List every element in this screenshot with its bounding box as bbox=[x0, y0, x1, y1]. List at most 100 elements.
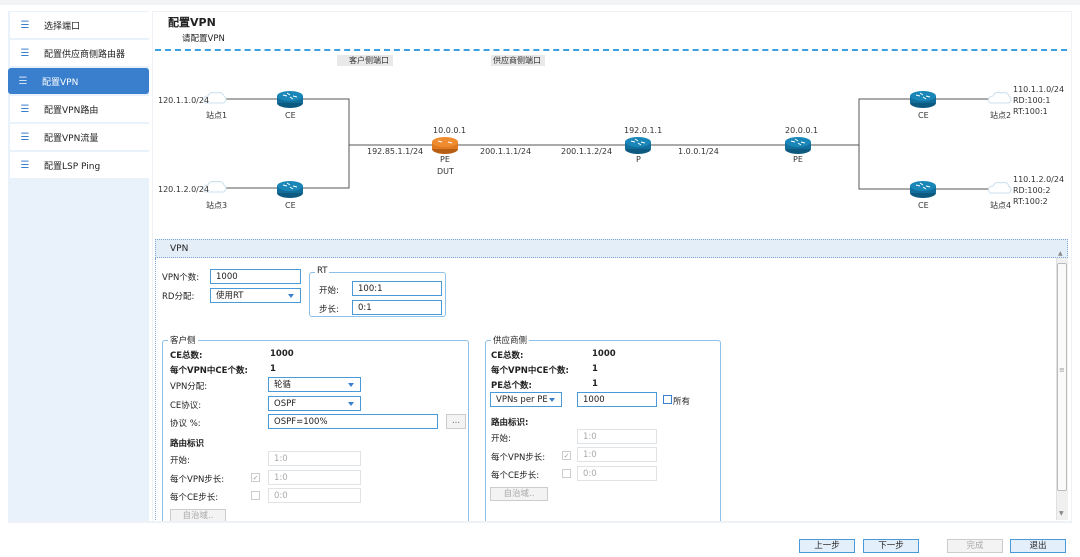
sidebar-item-label: 配置VPN流量 bbox=[44, 133, 99, 144]
router-icon bbox=[276, 90, 304, 109]
dut-router-icon bbox=[432, 137, 458, 154]
provider-ce-step-label: 每个CE步长: bbox=[491, 471, 540, 481]
rd-assign-label: RD分配: bbox=[162, 292, 195, 302]
pe-total-value: 1 bbox=[592, 379, 598, 389]
grip-icon: ≡ bbox=[1059, 366, 1065, 374]
vpn-distribution-select[interactable]: VPNs per PE bbox=[490, 392, 562, 407]
provider-start-input[interactable]: 1:0 bbox=[577, 429, 657, 444]
vpn-count-input[interactable]: 1000 bbox=[210, 269, 301, 284]
router-icon bbox=[909, 90, 937, 109]
sidebar-item-config-vpn[interactable]: ☰配置VPN bbox=[8, 68, 149, 94]
link-label: 1.0.0.1/24 bbox=[678, 147, 719, 156]
exit-button[interactable]: 退出 bbox=[1010, 539, 1066, 553]
vpn-assign-label: VPN分配: bbox=[170, 382, 208, 392]
ce-label: CE bbox=[285, 111, 296, 120]
protocol-percent-more-button[interactable]: ... bbox=[446, 414, 466, 429]
site2-network: 110.1.1.0/24 bbox=[1013, 85, 1064, 94]
provider-ce-step-input[interactable]: 0:0 bbox=[577, 466, 657, 481]
prev-button[interactable]: 上一步 bbox=[799, 539, 855, 553]
vpn-assign-value: 轮循 bbox=[274, 380, 292, 390]
sidebar-item-select-port[interactable]: ☰选择端口 bbox=[10, 12, 149, 38]
route-id-label: 路由标识 bbox=[170, 439, 205, 449]
vpn-form-area bbox=[155, 258, 1068, 522]
provider-start-label: 开始: bbox=[491, 434, 511, 444]
vpn-step-checkbox[interactable]: ✓ bbox=[251, 473, 260, 482]
next-button[interactable]: 下一步 bbox=[863, 539, 919, 553]
rt-start-input[interactable]: 100:1 bbox=[352, 281, 442, 296]
page-title: 配置VPN bbox=[168, 16, 216, 29]
provider-group: 供应商侧 bbox=[485, 334, 721, 530]
all-checkbox[interactable] bbox=[663, 395, 672, 404]
provider-route-id-label: 路由标识: bbox=[491, 418, 529, 428]
provider-ce-step-checkbox[interactable] bbox=[562, 469, 571, 478]
ce-step-checkbox[interactable] bbox=[251, 491, 260, 500]
site3-label: 站点3 bbox=[206, 200, 227, 210]
dut-tag: DUT bbox=[437, 167, 454, 176]
site2-rt: RT:100:1 bbox=[1013, 107, 1048, 116]
vpn-section-header: VPN bbox=[155, 239, 1068, 258]
site4-network: 110.1.2.0/24 bbox=[1013, 175, 1064, 184]
site4-rd: RD:100:2 bbox=[1013, 186, 1050, 195]
dut-role: PE bbox=[440, 155, 450, 164]
ce-total-label: CE总数: bbox=[170, 351, 203, 361]
sidebar-item-label: 配置LSP Ping bbox=[44, 161, 101, 172]
site3-network: 120.1.2.0/24 bbox=[158, 185, 209, 194]
provider-as-button[interactable]: 自治域.. bbox=[490, 487, 548, 501]
provider-ce-per-vpn-label: 每个VPN中CE个数: bbox=[491, 366, 569, 376]
site4-label: 站点4 bbox=[990, 200, 1011, 210]
ce-per-vpn-value: 1 bbox=[270, 364, 276, 374]
finish-button[interactable]: 完成 bbox=[947, 539, 1003, 553]
ce-protocol-value: OSPF bbox=[274, 399, 297, 409]
scroll-down-icon[interactable]: ▼ bbox=[1059, 510, 1064, 517]
provider-ce-per-vpn-value: 1 bbox=[592, 364, 598, 374]
router-icon bbox=[909, 180, 937, 199]
wizard-sidebar: ☰选择端口 ☰配置供应商侧路由器 ☰配置VPN ☰配置VPN路由 ☰配置VPN流… bbox=[8, 11, 149, 523]
rt-start-label: 开始: bbox=[319, 286, 339, 296]
provider-legend: 供应商侧 bbox=[491, 334, 530, 346]
scroll-up-icon[interactable]: ▲ bbox=[1058, 250, 1063, 257]
vpn-step-input[interactable]: 1:0 bbox=[268, 470, 361, 485]
dropdown-arrow-icon bbox=[348, 402, 354, 406]
vpn-distribution-value: VPNs per PE bbox=[496, 395, 548, 405]
links bbox=[222, 98, 1000, 190]
sidebar-item-provider-router[interactable]: ☰配置供应商侧路由器 bbox=[10, 40, 149, 66]
cloud-icon bbox=[988, 91, 1012, 104]
all-label: 所有 bbox=[673, 397, 691, 407]
dropdown-arrow-icon bbox=[348, 383, 354, 387]
p-ip: 192.0.1.1 bbox=[624, 126, 662, 135]
site2-rd: RD:100:1 bbox=[1013, 96, 1050, 105]
sidebar-item-vpn-route[interactable]: ☰配置VPN路由 bbox=[10, 96, 149, 122]
sidebar-item-label: 配置VPN bbox=[42, 77, 79, 88]
protocol-percent-label: 协议 %: bbox=[170, 419, 201, 429]
link-label: 192.85.1.1/24 bbox=[367, 147, 423, 156]
provider-vpn-step-input[interactable]: 1:0 bbox=[577, 447, 657, 462]
ce-total-value: 1000 bbox=[270, 349, 294, 359]
topology-diagram: 客户侧端口 供应商侧端口 120.1.1.0/24 站点1 CE 120.1.2… bbox=[158, 55, 1064, 210]
vpn-count-label: VPN个数: bbox=[162, 273, 200, 283]
ce-protocol-select[interactable]: OSPF bbox=[268, 396, 361, 411]
router-icon bbox=[276, 180, 304, 199]
vpn-assign-select[interactable]: 轮循 bbox=[268, 377, 361, 392]
ce-step-input[interactable]: 0:0 bbox=[268, 488, 361, 503]
dropdown-arrow-icon bbox=[549, 398, 555, 402]
provider-vpn-step-checkbox[interactable]: ✓ bbox=[562, 451, 571, 460]
site1-label: 站点1 bbox=[206, 110, 227, 120]
sidebar-item-lsp-ping[interactable]: ☰配置LSP Ping bbox=[10, 152, 149, 178]
p-role: P bbox=[636, 155, 641, 164]
rd-assign-select[interactable]: 使用RT bbox=[210, 288, 301, 303]
link-label: 200.1.1.2/24 bbox=[561, 147, 612, 156]
provider-vpn-step-label: 每个VPN步长: bbox=[491, 453, 546, 463]
vpn-step-label: 每个VPN步长: bbox=[170, 475, 225, 485]
route-start-input[interactable]: 1:0 bbox=[268, 451, 361, 466]
sidebar-item-vpn-traffic[interactable]: ☰配置VPN流量 bbox=[10, 124, 149, 150]
vpns-per-pe-input[interactable]: 1000 bbox=[577, 392, 657, 407]
site2-label: 站点2 bbox=[990, 110, 1011, 120]
rt-step-input[interactable]: 0:1 bbox=[352, 300, 442, 315]
protocol-percent-input[interactable]: OSPF=100% bbox=[268, 414, 438, 429]
scrollbar-thumb[interactable] bbox=[1057, 263, 1067, 491]
router-icon bbox=[784, 136, 812, 155]
as-button[interactable]: 自治域.. bbox=[170, 509, 226, 523]
rd-assign-value: 使用RT bbox=[216, 291, 244, 301]
divider bbox=[8, 521, 1072, 523]
list-icon: ☰ bbox=[20, 47, 30, 59]
